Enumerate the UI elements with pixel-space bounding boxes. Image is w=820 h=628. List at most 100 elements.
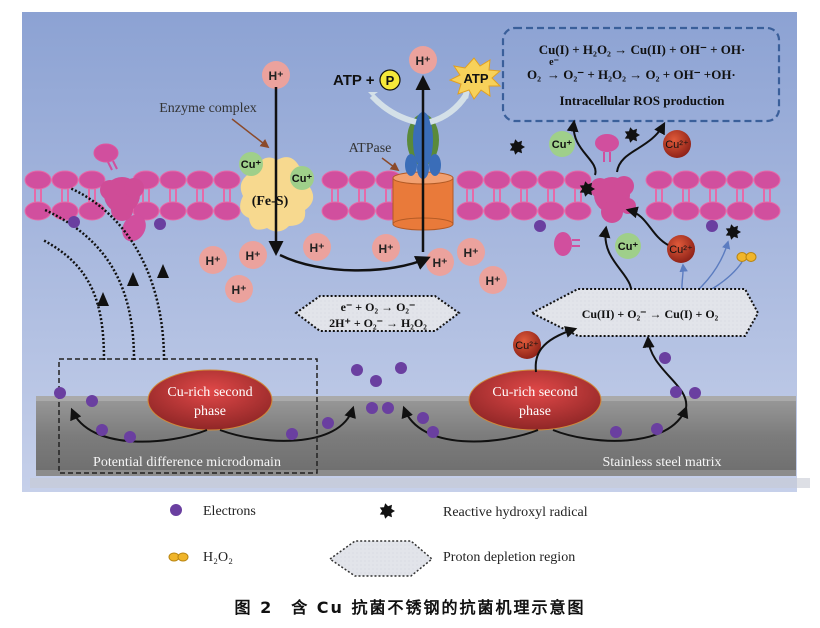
field-arrowhead	[97, 292, 109, 306]
electron	[124, 431, 136, 443]
svg-text:P: P	[386, 73, 395, 88]
atp-plus-label: ATP +	[333, 72, 375, 89]
enzyme-complex-label: Enzyme complex	[159, 101, 257, 116]
hydroxyl-radical-icon	[509, 139, 525, 155]
stainless-steel-matrix-label: Stainless steel matrix	[603, 455, 722, 470]
electron	[286, 428, 298, 440]
atp-burst-icon: ATP	[448, 57, 502, 100]
membrane-damage-left	[100, 177, 144, 221]
legend-hydroxyl-icon	[379, 503, 395, 519]
proton-ion: H⁺	[303, 233, 331, 261]
cu2-release-arrow	[534, 326, 578, 373]
electron	[68, 216, 80, 228]
electron-group	[54, 216, 718, 443]
electron	[651, 423, 663, 435]
free-lipid	[554, 232, 580, 256]
svg-text:Cu⁺: Cu⁺	[241, 159, 262, 171]
potential-microdomain-label: Potential difference microdomain	[93, 455, 281, 470]
electron	[86, 395, 98, 407]
legend-proton-depletion-label: Proton depletion region	[443, 550, 575, 565]
phosphate-icon: P	[379, 69, 401, 91]
proton-ion: H⁺	[372, 234, 400, 262]
electron	[351, 364, 363, 376]
electron	[366, 402, 378, 414]
legend-hydroxyl-label: Reactive hydroxyl radical	[443, 505, 588, 520]
field-arrowhead	[127, 272, 139, 286]
lipid-pair	[510, 170, 538, 221]
membrane-damage-right	[590, 176, 636, 223]
proton-ion: H⁺	[457, 238, 485, 266]
figure-title: 含 Cu 抗菌不锈钢的抗菌机理示意图	[291, 598, 586, 617]
lipid-pair	[24, 170, 52, 221]
lipid-pair	[321, 170, 349, 221]
enzyme-pointer	[231, 118, 270, 149]
cu-rich-phase-left: Cu-rich second phase	[147, 369, 273, 431]
svg-text:H⁺: H⁺	[269, 69, 284, 83]
fe-s-label: (Fe-S)	[252, 194, 289, 209]
lipid-pair	[159, 170, 187, 221]
svg-text:H⁺: H⁺	[486, 274, 501, 288]
hydroxyl-radical-icon	[379, 503, 395, 519]
svg-text:Cu⁺: Cu⁺	[552, 139, 573, 151]
legend-h2o2-label: H₂O₂	[203, 550, 233, 565]
lipid-pair	[483, 170, 511, 221]
hex-center-equation-1: e⁻ + O₂ → O₂⁻	[341, 300, 416, 314]
svg-text:Cu²⁺: Cu²⁺	[669, 244, 693, 256]
atpase-pointer	[381, 157, 400, 172]
h2o2-molecule	[736, 252, 757, 262]
electron	[534, 220, 546, 232]
lipid-pair	[456, 170, 484, 221]
electron	[659, 352, 671, 364]
lipid-pair	[699, 170, 727, 221]
proton-ion: H⁺	[426, 248, 454, 276]
legend-electrons-label: Electrons	[203, 504, 256, 519]
cu-plus-ion: Cu⁺	[239, 152, 263, 176]
potential-difference-microdomain: Potential difference microdomain	[58, 358, 318, 474]
legend-electron-icon	[170, 504, 182, 516]
svg-text:H⁺: H⁺	[310, 241, 325, 255]
proton-depletion-region-center: e⁻ + O₂ → O₂⁻ 2H⁺ + O₂⁻ → H₂O₂	[294, 295, 461, 332]
electron	[370, 375, 382, 387]
hex-right-equation: Cu(II) + O₂⁻ → Cu(I) + O₂	[582, 307, 719, 321]
svg-text:Cu²⁺: Cu²⁺	[515, 340, 539, 352]
svg-text:H⁺: H⁺	[416, 54, 431, 68]
proton-depletion-region-right: Cu(II) + O₂⁻ → Cu(I) + O₂	[529, 288, 760, 337]
electron	[322, 417, 334, 429]
cu-plus-ion: Cu⁺	[549, 131, 575, 157]
electron	[154, 218, 166, 230]
svg-text:Cu-rich second: Cu-rich second	[167, 385, 252, 400]
proton-ion: H⁺	[199, 246, 227, 274]
legend-proton-depletion-icon	[328, 540, 434, 577]
svg-text:ATP: ATP	[463, 71, 488, 86]
svg-text:Cu⁺: Cu⁺	[618, 241, 639, 253]
proton-ion: H⁺	[479, 266, 507, 294]
electron	[382, 402, 394, 414]
lipid-pair	[537, 170, 565, 221]
svg-text:H⁺: H⁺	[246, 249, 261, 263]
electron-flow-arrow	[552, 405, 689, 442]
lipid-pair	[645, 170, 673, 221]
electron	[96, 424, 108, 436]
svg-text:H⁺: H⁺	[379, 242, 394, 256]
ros-electron-label: e⁻	[549, 57, 559, 68]
proton-ion: H⁺	[409, 46, 437, 74]
cu2-to-membrane-arrow	[625, 206, 669, 246]
lipid-pair	[186, 170, 214, 221]
proton-curve-arrow	[279, 253, 431, 272]
cu-plus-ion: Cu⁺	[290, 166, 314, 190]
ros-equation-2: → O₂⁻ + H₂O₂ → O₂ + OH⁻ +OH·	[547, 67, 736, 82]
svg-text:H⁺: H⁺	[433, 256, 448, 270]
lipid-pair	[213, 170, 241, 221]
cu-2plus-ion: Cu²⁺	[667, 235, 695, 263]
svg-text:phase: phase	[194, 404, 226, 419]
proton-ion: H⁺	[239, 241, 267, 269]
potential-field-lines	[42, 186, 169, 361]
hydroxyl-radical-icon	[624, 127, 640, 143]
electron	[54, 387, 66, 399]
svg-text:Cu⁺: Cu⁺	[292, 173, 313, 185]
legend-h2o2-icon	[168, 552, 189, 562]
electron	[689, 387, 701, 399]
electron-flow-arrow	[401, 405, 539, 443]
svg-text:phase: phase	[519, 404, 551, 419]
